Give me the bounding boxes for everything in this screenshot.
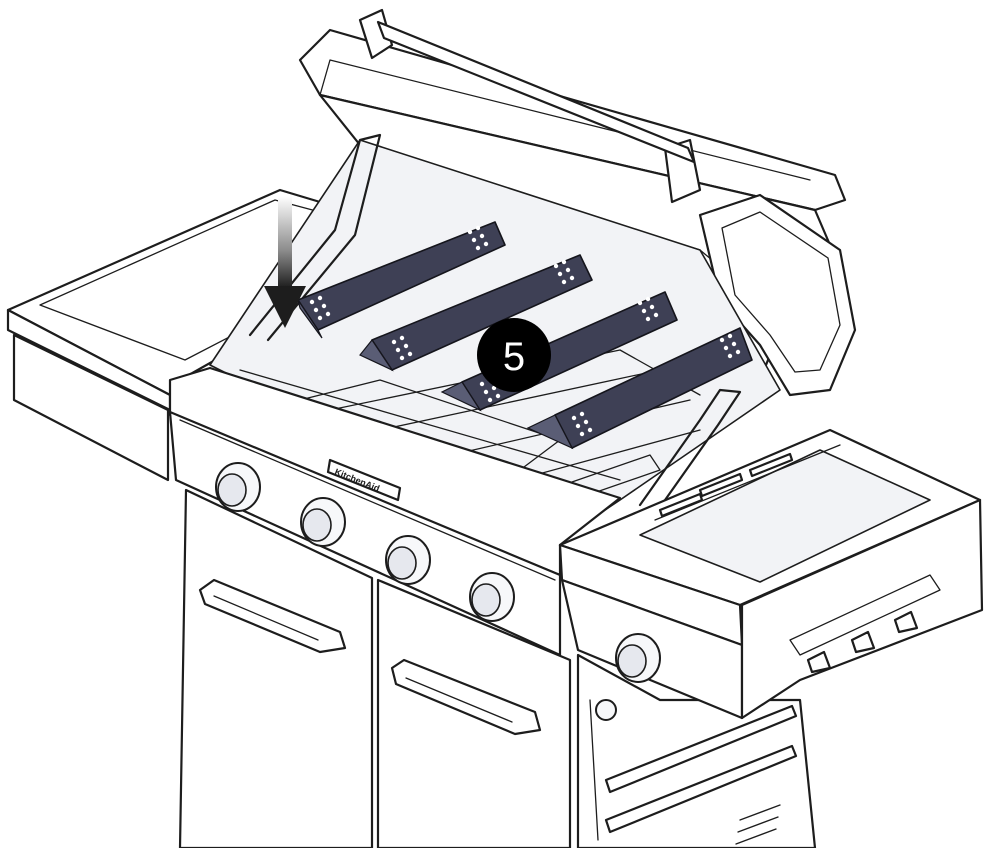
- step-badge: 5: [477, 318, 551, 392]
- step-number: 5: [503, 335, 525, 379]
- flame-tamer-4: [526, 327, 753, 450]
- flame-tamer-2: [359, 254, 593, 372]
- burner-knob-3: [385, 535, 431, 585]
- cabinet: [178, 488, 817, 848]
- burner-knob-2: [300, 497, 346, 547]
- side-burner-knob: [615, 633, 661, 683]
- flame-tamer-1: [297, 221, 506, 339]
- right-side-burner: [558, 428, 984, 720]
- left-door-handle: [198, 578, 347, 654]
- front-control-panel: KitchenAid: [168, 366, 622, 657]
- right-door-handle: [390, 658, 542, 736]
- burner-knob-4: [469, 572, 515, 622]
- down-arrow: [264, 196, 306, 328]
- lid-support-struts: [248, 133, 742, 512]
- burner-knob-1: [215, 462, 261, 512]
- lid-handle: [358, 8, 702, 204]
